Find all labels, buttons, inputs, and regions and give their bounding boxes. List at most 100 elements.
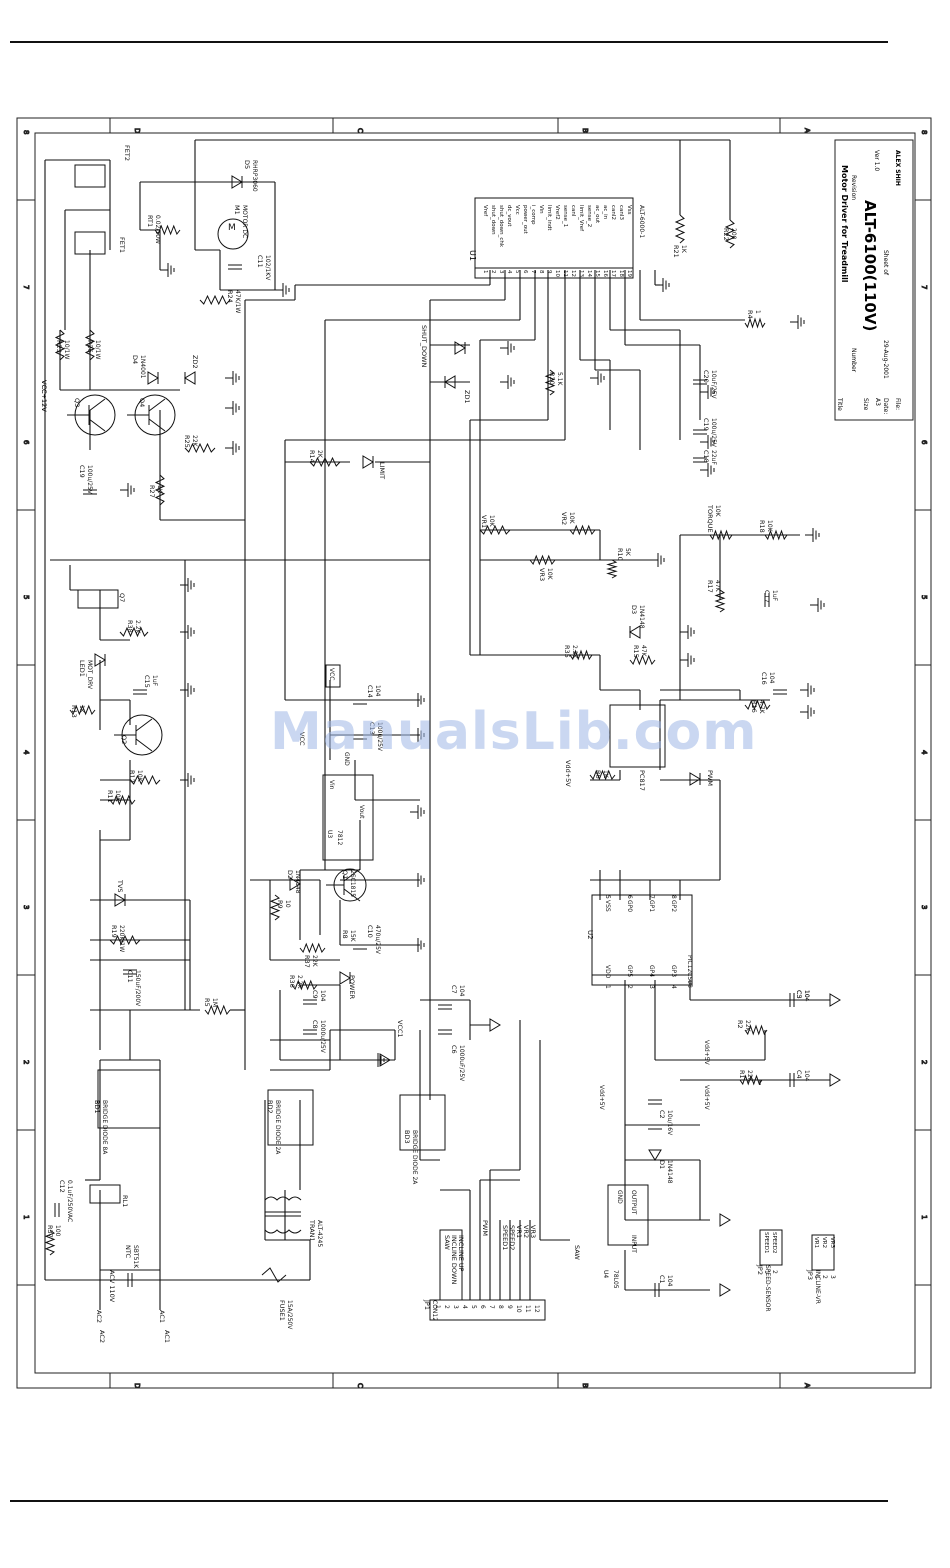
component-value: 4.7K <box>758 700 765 715</box>
resistor-symbol <box>569 524 596 536</box>
component-symbols <box>44 164 841 1321</box>
motor-label: M <box>228 223 236 233</box>
component-ref: R6 <box>594 770 602 779</box>
resistor-symbol <box>764 529 788 541</box>
component-value: 22K <box>311 955 318 968</box>
component-value: 22uF <box>710 450 717 465</box>
u2-pin-name: VSS <box>604 900 611 912</box>
u2-pin-name: GP4 <box>648 965 655 977</box>
u3-pin: Vout <box>358 805 365 819</box>
component-ref: Q2 <box>120 735 128 744</box>
component-ref: C18 <box>702 450 710 463</box>
zone-number: 8 <box>22 130 30 134</box>
outer-border <box>16 117 932 1389</box>
transistor-symbol <box>88 398 106 412</box>
component-value: 47K <box>640 645 647 658</box>
component-value: 100u/25V <box>376 722 383 752</box>
jp3-label-box <box>811 1234 835 1271</box>
component-value: 1N4148 <box>638 605 645 629</box>
u1-pin-number: 4 <box>506 270 512 274</box>
component-value: 1K <box>156 485 163 494</box>
component-value: BRIDGE DIODE 2A <box>411 1130 418 1185</box>
component-ref: R26 <box>86 340 94 353</box>
jp1-pin-number: 1 <box>434 1305 441 1309</box>
net-label-vdd: Vdd+5V <box>703 1040 710 1066</box>
component-ref: C19 <box>78 465 86 478</box>
terminal-arrow <box>719 1213 731 1227</box>
component-ref: C11 <box>126 970 134 983</box>
component-ref: R12 <box>128 770 136 783</box>
component-value: 1N4001 <box>139 355 146 379</box>
resistor-symbol <box>54 329 66 361</box>
file-label: File: <box>894 398 901 410</box>
u2-pin-number: 5 <box>604 895 611 899</box>
component-ref: AC2 <box>95 1310 103 1323</box>
component-value: INCLINE-VR <box>814 1270 821 1304</box>
component-ref: TVS <box>116 879 124 893</box>
resistor-symbol <box>529 554 556 566</box>
jp1-label-box <box>439 1229 463 1301</box>
component-value: 0.1uF/250VAC <box>66 1180 73 1222</box>
component-ref: D1 <box>658 1160 666 1169</box>
u1-pin-number: 5 <box>514 270 520 274</box>
component-ref: R20 <box>548 372 556 385</box>
u2-pin-name: GP5 <box>626 965 633 977</box>
diode-symbol <box>689 772 701 786</box>
component-value: 1K <box>602 770 609 779</box>
vcc-flag-label: VCC <box>328 668 335 680</box>
component-ref: C15 <box>143 675 151 688</box>
top-rule <box>10 41 888 43</box>
component-ref: PC817 <box>638 770 646 791</box>
component-value: 104 <box>803 1070 810 1082</box>
u1-pin-name: sense_2 <box>586 205 592 227</box>
model-text: ALT-6100(110V) <box>861 200 879 331</box>
terminal-arrow <box>829 1073 841 1087</box>
component-ref: TRAN1 <box>308 1219 316 1242</box>
component-ref: C17 <box>763 590 771 603</box>
u1-pin-number: 14 <box>586 270 592 277</box>
component-ref: C6 <box>450 1045 458 1054</box>
component-ref: C14 <box>366 685 374 698</box>
number-label: Number <box>850 348 857 373</box>
component-value: 10/1W <box>94 340 101 359</box>
component-value: 1N4148 <box>666 1160 673 1184</box>
component-value: 104 <box>374 685 381 697</box>
u1-pin-number: 3 <box>498 270 504 274</box>
resistor-symbol <box>479 524 511 536</box>
component-value: 2.2K <box>134 620 141 635</box>
component-ref: R10 <box>616 548 624 561</box>
component-ref: C11 <box>256 255 264 268</box>
component-value: 10/1W <box>63 340 70 359</box>
component-value: 0.02/10W <box>154 215 161 244</box>
fet2-symbol <box>74 164 106 188</box>
component-value: 1uF <box>151 675 158 687</box>
zone-letter: B <box>581 128 589 133</box>
diode-symbol <box>94 653 106 667</box>
component-value: 1uF <box>771 590 778 602</box>
u1-pin-name: canI3 <box>618 205 624 221</box>
component-ref: Q1 <box>341 870 349 879</box>
title-block-frame <box>834 139 914 421</box>
component-ref: C1 <box>658 1275 666 1284</box>
zone-number: 7 <box>22 285 30 289</box>
title-text: Motor Driver for Treadmill <box>840 165 849 283</box>
component-ref: BD3 <box>403 1130 411 1144</box>
component-value: 104 <box>458 985 465 997</box>
component-ref: R1 <box>738 1070 746 1079</box>
u1-pin-number: 11 <box>562 270 568 277</box>
date-value: 29-Aug-2001 <box>882 340 889 379</box>
u1-ref: U1 <box>468 250 477 261</box>
zone-number: 7 <box>920 285 928 289</box>
revision-label: Revision <box>850 175 857 200</box>
component-value: 2.2K <box>296 975 303 990</box>
component-ref: R35 <box>563 645 571 658</box>
zone-number: 5 <box>920 595 928 599</box>
component-value: 10 <box>284 900 291 908</box>
component-value: 470u/25V <box>374 925 381 955</box>
component-ref: C7 <box>450 985 458 994</box>
component-ref: FET2 <box>123 145 131 161</box>
component-ref: C12 <box>58 1180 66 1193</box>
resistor-symbol <box>629 654 656 666</box>
resistor-symbol <box>724 219 736 249</box>
u1-pin-name: Vref <box>482 205 488 217</box>
